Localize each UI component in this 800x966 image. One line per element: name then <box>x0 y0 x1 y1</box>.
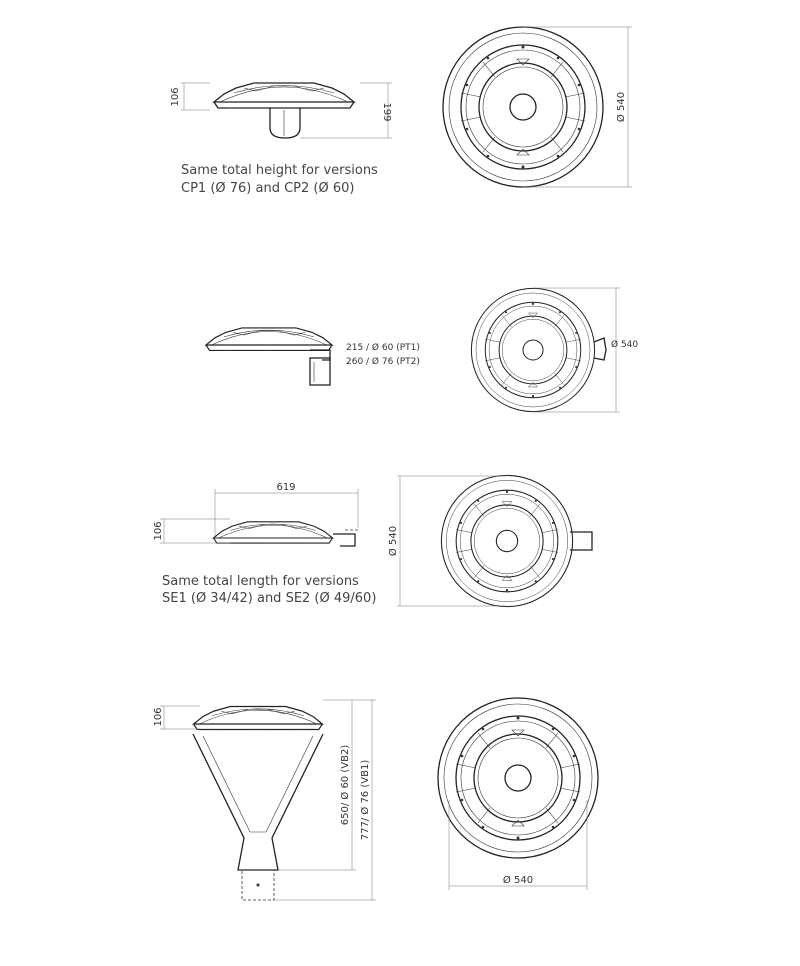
luminaire-top-view <box>470 287 596 413</box>
dim-vb1: 777/ Ø 76 (VB1) <box>359 760 371 841</box>
view-vb-side: 106 650/ Ø 60 (VB2) 777/ Ø 76 (VB1) <box>153 699 376 901</box>
view-se-side: 619 106 Same total length for versions S… <box>153 482 376 606</box>
luminaire-head-profile <box>193 705 323 731</box>
view-vb-top: Ø 540 <box>437 697 599 890</box>
dim-diameter: Ø 540 <box>611 339 638 350</box>
note-cp-line2: CP1 (Ø 76) and CP2 (Ø 60) <box>181 181 354 196</box>
pt-bracket-arm <box>310 349 331 361</box>
dim-pt2: 260 / Ø 76 (PT2) <box>346 356 420 367</box>
vb-post-outline <box>241 869 275 901</box>
luminaire-top-view <box>442 26 604 188</box>
se-spigot-top <box>570 531 593 551</box>
dim-diameter: Ø 540 <box>615 92 627 122</box>
post-top-adaptor <box>269 108 301 139</box>
view-cp-side: 106 199 Same total height for versions C… <box>170 82 392 196</box>
dim-diameter: Ø 540 <box>387 526 399 556</box>
view-pt-top: Ø 540 <box>470 287 638 413</box>
pt-adaptor <box>309 357 331 386</box>
vb-cone-frame <box>192 733 324 871</box>
dim-head-height: 106 <box>170 87 181 106</box>
luminaire-top-view <box>437 697 599 859</box>
dim-length: 619 <box>276 482 295 493</box>
luminaire-head-profile <box>205 327 333 351</box>
pt-mount-tab <box>593 337 607 361</box>
view-pt-side: 215 / Ø 60 (PT1) 260 / Ø 76 (PT2) <box>205 327 420 386</box>
dim-head-height: 106 <box>153 521 164 540</box>
view-cp-top: Ø 540 <box>442 26 632 188</box>
dim-head-height: 106 <box>153 707 164 726</box>
se-entry-spigot <box>333 533 356 547</box>
luminaire-top-view <box>440 474 574 608</box>
dim-total-height: 199 <box>381 102 392 121</box>
dim-vb2: 650/ Ø 60 (VB2) <box>339 745 351 826</box>
dim-diameter: Ø 540 <box>503 874 533 886</box>
note-cp-line1: Same total height for versions <box>181 163 378 178</box>
dim-pt1: 215 / Ø 60 (PT1) <box>346 342 420 353</box>
luminaire-head-profile <box>213 82 355 109</box>
note-se-line1: Same total length for versions <box>162 574 359 589</box>
note-se-line2: SE1 (Ø 34/42) and SE2 (Ø 49/60) <box>162 591 376 606</box>
luminaire-head-profile <box>212 521 334 544</box>
view-se-top: Ø 540 <box>387 474 593 608</box>
